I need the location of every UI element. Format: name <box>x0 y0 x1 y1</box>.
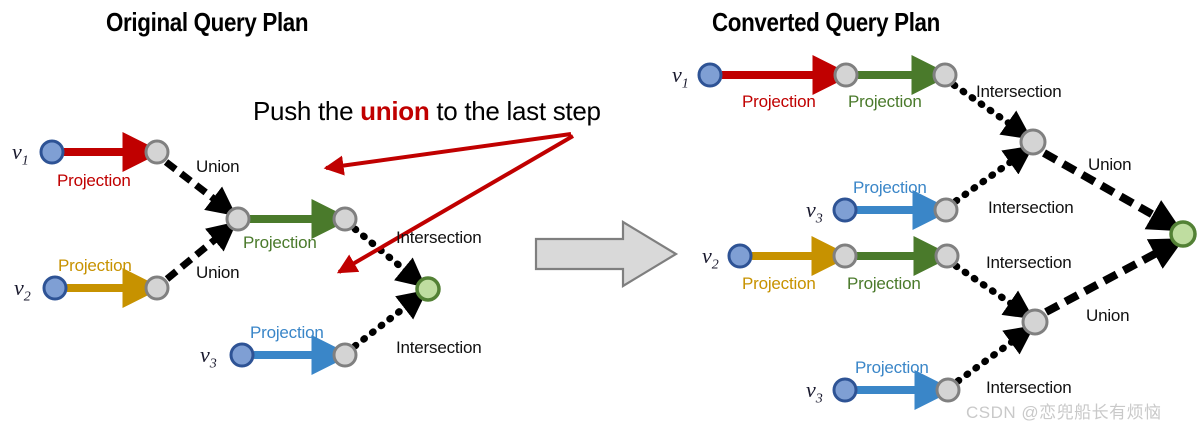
edge-intersection-b <box>952 145 1034 205</box>
edge-label-intersection: Intersection <box>396 338 482 357</box>
right-plan-edges <box>722 55 1185 410</box>
edge-intersection-a <box>950 81 1032 140</box>
node-source-v3[interactable] <box>832 197 858 223</box>
edge-union-upper <box>163 159 237 217</box>
node-intermediate[interactable] <box>934 243 960 269</box>
node-intermediate[interactable] <box>144 275 170 301</box>
edge-intersection-d <box>954 325 1035 385</box>
node-source-v3[interactable] <box>832 377 858 403</box>
node-answer[interactable] <box>415 276 441 302</box>
edge-label-projection: Projection <box>58 256 132 275</box>
edge-label-intersection: Intersection <box>986 253 1072 272</box>
vertex-label-v2: v2 <box>14 275 31 305</box>
edge-label-projection: Projection <box>250 323 324 342</box>
callout-text-after: to the last step <box>429 96 601 126</box>
edge-label-projection: Projection <box>853 178 927 197</box>
edge-label-union: Union <box>1086 306 1130 325</box>
edge-union-lower <box>164 221 238 282</box>
edge-label-projection: Projection <box>848 92 922 111</box>
edge-intersection-upper <box>351 225 427 288</box>
vertex-label-v3: v3 <box>200 342 217 372</box>
page-title-converted: Converted Query Plan <box>712 7 940 37</box>
callout-text-before: Push the <box>253 96 361 126</box>
edge-union-to-answer-lower <box>1044 238 1185 316</box>
edge-label-projection: Projection <box>847 274 921 293</box>
vertex-label-v2: v2 <box>702 243 719 273</box>
node-intermediate[interactable] <box>144 139 170 165</box>
edge-label-intersection: Intersection <box>396 228 482 247</box>
node-source-v1[interactable] <box>697 62 723 88</box>
edge-label-union: Union <box>1088 155 1132 174</box>
edge-label-union: Union <box>196 157 240 176</box>
edge-intersection-c <box>952 262 1035 320</box>
vertex-label-v1: v1 <box>12 139 29 169</box>
right-plan-nodes <box>697 62 1197 403</box>
edge-label-intersection: Intersection <box>988 198 1074 217</box>
edge-union-to-answer-upper <box>1042 149 1183 232</box>
edge-label-projection: Projection <box>742 274 816 293</box>
left-plan-nodes <box>39 139 441 368</box>
left-plan-edges <box>64 132 428 375</box>
callout-arrow-upper <box>323 132 572 176</box>
node-intermediate[interactable] <box>332 206 358 232</box>
node-intermediate[interactable] <box>1019 128 1047 156</box>
node-source-v1[interactable] <box>39 139 65 165</box>
edge-label-union: Union <box>196 263 240 282</box>
node-intermediate[interactable] <box>933 197 959 223</box>
callout-arrow-lower <box>336 134 575 274</box>
node-source-v2[interactable] <box>727 243 753 269</box>
node-intermediate[interactable] <box>832 243 858 269</box>
edge-label-projection: Projection <box>855 358 929 377</box>
callout-text: Push the union to the last step <box>253 96 601 127</box>
vertex-label-v3: v3 <box>806 377 823 407</box>
page-title-original: Original Query Plan <box>106 7 309 37</box>
edge-intersection-lower <box>351 289 428 350</box>
edge-label-projection: Projection <box>57 171 131 190</box>
edge-label-intersection: Intersection <box>986 378 1072 397</box>
node-intermediate[interactable] <box>1021 308 1049 336</box>
node-intermediate[interactable] <box>332 342 358 368</box>
watermark: CSDN @恋兜船长有烦恼 <box>966 403 1162 422</box>
node-intermediate[interactable] <box>935 377 961 403</box>
edge-label-projection: Projection <box>243 233 317 252</box>
node-intermediate[interactable] <box>225 206 251 232</box>
node-source-v2[interactable] <box>42 275 68 301</box>
edge-label-intersection: Intersection <box>976 82 1062 101</box>
callout-keyword: union <box>360 96 430 126</box>
vertex-label-v3: v3 <box>806 197 823 227</box>
node-answer[interactable] <box>1169 220 1197 248</box>
node-source-v3[interactable] <box>229 342 255 368</box>
node-intermediate[interactable] <box>833 62 859 88</box>
vertex-label-v1: v1 <box>672 62 689 92</box>
conversion-arrow <box>534 220 679 288</box>
edge-label-projection: Projection <box>742 92 816 111</box>
callout-arrows <box>323 132 575 274</box>
node-intermediate[interactable] <box>932 62 958 88</box>
